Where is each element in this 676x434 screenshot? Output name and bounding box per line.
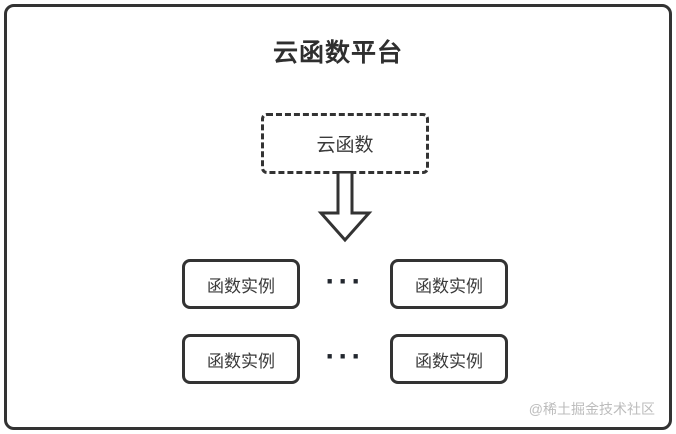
platform-frame: 云函数平台 云函数 函数实例 ··· 函数实例 函数实例 ··· 函数实例 @稀… [4, 4, 672, 430]
function-instance-label: 函数实例 [207, 351, 275, 371]
ellipsis-row-2: ··· [325, 340, 365, 373]
diagram-title: 云函数平台 [272, 39, 403, 67]
function-instance-box: 函数实例 [182, 334, 300, 384]
down-arrow-icon [317, 171, 373, 243]
function-instance-label: 函数实例 [415, 276, 483, 296]
function-instance-box: 函数实例 [182, 259, 300, 309]
ellipsis-row-1: ··· [325, 265, 365, 298]
function-instance-box: 函数实例 [390, 334, 508, 384]
function-instance-box: 函数实例 [390, 259, 508, 309]
cloud-function-label: 云函数 [316, 135, 374, 156]
function-instance-label: 函数实例 [415, 351, 483, 371]
cloud-function-box: 云函数 [261, 113, 429, 174]
watermark: @稀土掘金技术社区 [528, 401, 655, 417]
function-instance-label: 函数实例 [207, 276, 275, 296]
